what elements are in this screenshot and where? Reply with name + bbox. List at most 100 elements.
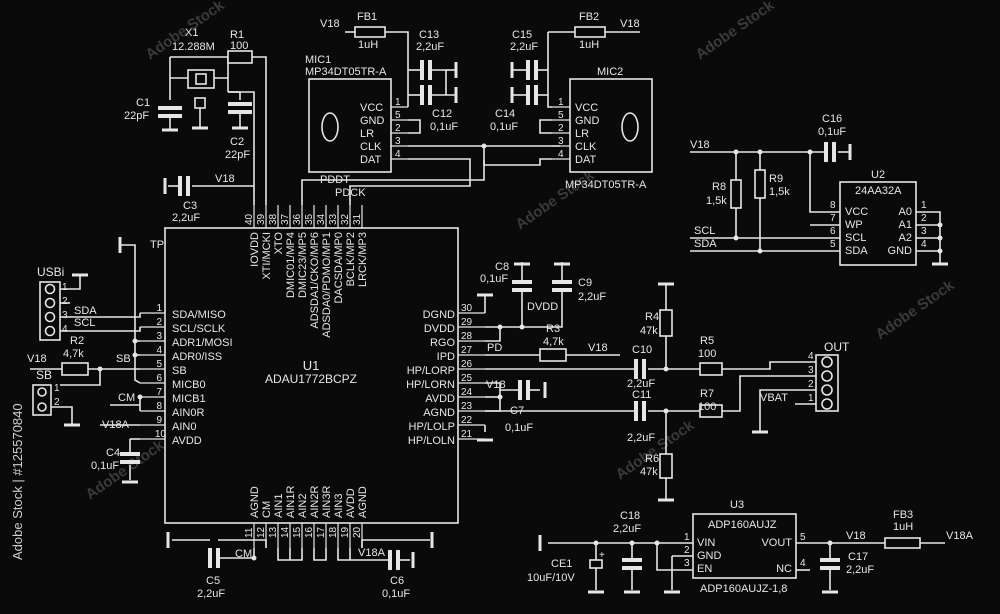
c11-ref: C11	[632, 389, 651, 401]
junction-dot	[937, 248, 943, 254]
r2-value: 4,7k	[63, 348, 84, 360]
u2-pin-name: SCL	[845, 232, 866, 244]
r3-value: 4,7k	[543, 336, 564, 348]
junction-dot	[251, 555, 257, 561]
c3-ref: C3	[183, 200, 197, 212]
u1-pin-name: IPD	[437, 351, 455, 363]
u1-pin-name: ADR1/MOSI	[172, 337, 233, 349]
u1-pin-name: SB	[172, 365, 187, 377]
stock-id-text: Adobe Stock | #125570840	[10, 403, 25, 560]
mic2-ref: MIC2	[597, 66, 623, 78]
u1-pin-name: AGND	[357, 486, 369, 518]
watermark-text: Adobe Stock	[873, 276, 958, 343]
u3-variant: ADP160AUJZ-1,8	[700, 583, 787, 595]
mic1-pin-num: 3	[395, 136, 401, 147]
ce1-polarity-plus: +	[599, 550, 605, 561]
junction-dot	[663, 366, 669, 372]
usbi-scl-label: SCL	[74, 317, 95, 329]
u2-pin-num: 2	[921, 213, 927, 224]
fb2-ferrite	[574, 26, 606, 38]
u2-part: 24AA32A	[855, 185, 902, 197]
u1-pin-name: ADSDA0/PDMO/MP1	[321, 232, 333, 338]
usbi-ref: USBi	[37, 265, 64, 279]
net-v18: V18	[27, 353, 47, 365]
net-scl: SCL	[694, 225, 715, 237]
u1-pin-name: RGO	[430, 337, 456, 349]
c7-ref: C7	[510, 405, 524, 417]
u1-pin-num: 1	[156, 303, 162, 314]
mic1-pin-num: 5	[395, 110, 401, 121]
out-connector	[815, 354, 839, 412]
net-v18: V18	[846, 530, 866, 542]
junction-dot	[757, 248, 763, 254]
watermark-text: Adobe Stock	[693, 0, 778, 63]
u1-pin-num: 27	[461, 345, 473, 356]
mic2-pin-name: DAT	[575, 154, 596, 166]
mic1-body	[308, 78, 392, 173]
u2-pin-num: 4	[921, 239, 927, 250]
u1-pin-name: HP/LORN	[406, 379, 455, 391]
u1-pin-name: AIN1	[273, 494, 285, 518]
u1-pin-num: 36	[292, 213, 303, 225]
u2-pin-num: 1	[921, 200, 927, 211]
u1-pin-name: HP/LOLP	[409, 421, 455, 433]
c4-value: 0,1uF	[91, 460, 119, 472]
u3-pin-num: 2	[684, 545, 690, 556]
junction-dot	[757, 149, 763, 155]
u1-pin-num: 25	[461, 373, 473, 384]
net-tp: TP	[150, 239, 164, 251]
c9-ref: C9	[578, 277, 592, 289]
u1-pin-num: 20	[352, 526, 363, 538]
out-pin-num: 3	[808, 365, 814, 376]
r4-ref: R4	[645, 311, 659, 323]
u1-pin-num: 19	[340, 526, 351, 538]
c2-ref: C2	[230, 136, 244, 148]
u1-pin-num: 24	[461, 387, 473, 398]
r9-value: 1,5k	[769, 186, 790, 198]
u3-pin-name: GND	[697, 550, 722, 562]
u2-pin-name: A0	[899, 206, 912, 218]
u2-pin-num: 3	[921, 226, 927, 237]
usbi-pin-num: 2	[62, 296, 68, 307]
r4-value: 47k	[640, 325, 658, 337]
u2-ref: U2	[871, 169, 885, 181]
c1-ref: C1	[136, 97, 150, 109]
net-cm: CM	[235, 548, 252, 560]
net-v18: V18	[690, 139, 710, 151]
u1-pin-name: IOVDD	[249, 232, 261, 267]
junction-dot	[132, 338, 138, 344]
mic2-pin-num: 5	[558, 110, 564, 121]
u3-pin-name: EN	[697, 563, 712, 575]
u1-pin-name: DVDD	[424, 323, 455, 335]
u1-pin-name: MICB0	[172, 379, 206, 391]
u1-pin-num: 26	[461, 359, 473, 370]
r3-ref: R3	[546, 323, 560, 335]
u2-pin-num: 8	[830, 200, 836, 211]
fb3-ferrite	[884, 537, 921, 549]
u1-pin-num: 38	[268, 213, 279, 225]
u1-pin-name: LRCK/MP3	[357, 232, 369, 287]
mic1-pin-name: CLK	[360, 141, 382, 153]
u1-pin-name: HP/LOLN	[408, 435, 455, 447]
u2-body	[839, 181, 917, 266]
r6-value: 47k	[640, 466, 658, 478]
u1-pin-num: 15	[292, 526, 303, 538]
u1-pin-num: 12	[256, 526, 267, 538]
u1-pin-num: 11	[244, 527, 255, 538]
r1-ref: R1	[230, 29, 244, 41]
c8-value: 0,1uF	[480, 273, 508, 285]
mic1-pin-name: VCC	[360, 102, 383, 114]
u1-pin-num: 23	[461, 401, 473, 412]
net-v18: V18	[320, 18, 340, 30]
r9-ref: R9	[769, 173, 783, 185]
mic2-pin-num: 1	[558, 97, 564, 108]
u1-pin-name: AGND	[249, 486, 261, 518]
c6-ref: C6	[390, 575, 404, 587]
u3-pin-num: 5	[800, 532, 806, 543]
u1-pin-name: AIN3R	[321, 486, 333, 518]
u1-pin-name: SDA/MISO	[172, 309, 226, 321]
net-sb: SB	[116, 353, 131, 365]
u2-pin-name: A2	[899, 232, 912, 244]
mic1-pin-num: 1	[395, 97, 401, 108]
